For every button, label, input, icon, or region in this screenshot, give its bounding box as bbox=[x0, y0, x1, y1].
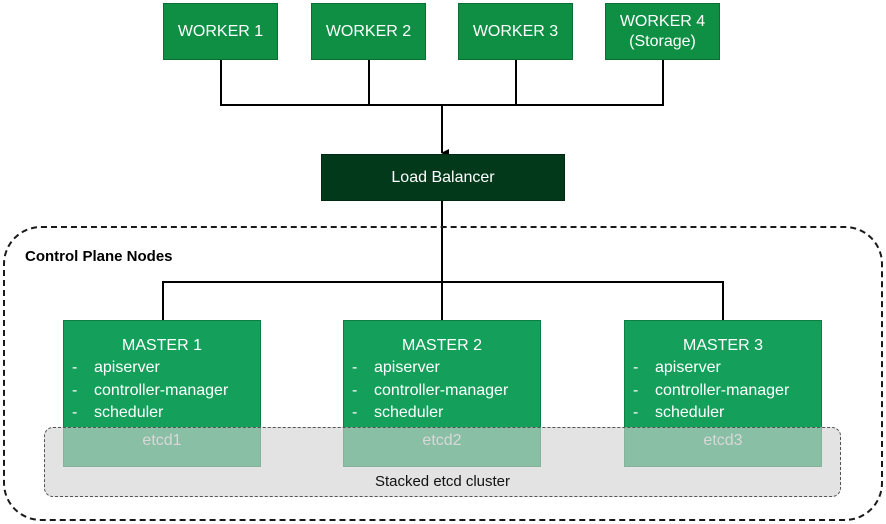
etcd-2-label: etcd2 bbox=[422, 432, 462, 449]
component-label: apiserver bbox=[374, 359, 440, 376]
etcd-3-label: etcd3 bbox=[703, 432, 743, 449]
etcd-cluster-label: Stacked etcd cluster bbox=[374, 473, 511, 490]
worker-4-storage-label: (Storage) bbox=[629, 32, 696, 50]
component-label: scheduler bbox=[374, 404, 444, 421]
component-label: controller-manager bbox=[374, 381, 509, 399]
control-plane-label: Control Plane Nodes bbox=[25, 248, 173, 265]
component-label: controller-manager bbox=[94, 381, 229, 399]
master-3-component: -apiserver bbox=[633, 357, 789, 380]
worker-3-label: WORKER 3 bbox=[472, 22, 559, 40]
worker-2-label: WORKER 2 bbox=[325, 22, 412, 40]
etcd-1-label: etcd1 bbox=[142, 432, 182, 449]
component-label: scheduler bbox=[655, 404, 725, 421]
master-2-component: -apiserver bbox=[352, 357, 508, 380]
master-2-component-list: -apiserver -controller-manager -schedule… bbox=[352, 357, 508, 425]
bullet-dash: - bbox=[352, 359, 358, 376]
worker-4-node: WORKER 4 (Storage) bbox=[605, 3, 720, 60]
control-plane-group bbox=[3, 226, 883, 521]
bullet-dash: - bbox=[633, 381, 639, 399]
worker-2-node: WORKER 2 bbox=[311, 3, 426, 60]
worker-3-node: WORKER 3 bbox=[458, 3, 573, 60]
bullet-dash: - bbox=[633, 359, 639, 376]
worker-1-node: WORKER 1 bbox=[163, 3, 278, 60]
etcd-cluster-band bbox=[44, 427, 841, 497]
master-2-component: -scheduler bbox=[352, 402, 508, 425]
bullet-dash: - bbox=[633, 404, 639, 421]
master-1-component: -apiserver bbox=[72, 357, 228, 380]
bullet-dash: - bbox=[72, 404, 78, 421]
component-label: apiserver bbox=[655, 359, 721, 376]
master-3-title: MASTER 3 bbox=[682, 337, 763, 354]
master-1-component-list: -apiserver -controller-manager -schedule… bbox=[72, 357, 228, 425]
master-3-component: -controller-manager bbox=[633, 380, 789, 403]
component-label: controller-manager bbox=[655, 381, 790, 399]
load-balancer-node: Load Balancer bbox=[321, 154, 565, 201]
bullet-dash: - bbox=[72, 381, 78, 399]
bullet-dash: - bbox=[352, 404, 358, 421]
master-2-component: -controller-manager bbox=[352, 380, 508, 403]
load-balancer-label: Load Balancer bbox=[391, 168, 495, 186]
worker-1-label: WORKER 1 bbox=[177, 22, 264, 40]
component-label: apiserver bbox=[94, 359, 160, 376]
bullet-dash: - bbox=[72, 359, 78, 376]
worker-4-label: WORKER 4 bbox=[619, 12, 706, 30]
bullet-dash: - bbox=[352, 381, 358, 399]
master-3-component: -scheduler bbox=[633, 402, 789, 425]
master-3-component-list: -apiserver -controller-manager -schedule… bbox=[633, 357, 789, 425]
component-label: scheduler bbox=[94, 404, 164, 421]
master-1-title: MASTER 1 bbox=[121, 337, 202, 354]
master-2-title: MASTER 2 bbox=[401, 337, 482, 354]
master-1-component: -controller-manager bbox=[72, 380, 228, 403]
master-1-component: -scheduler bbox=[72, 402, 228, 425]
